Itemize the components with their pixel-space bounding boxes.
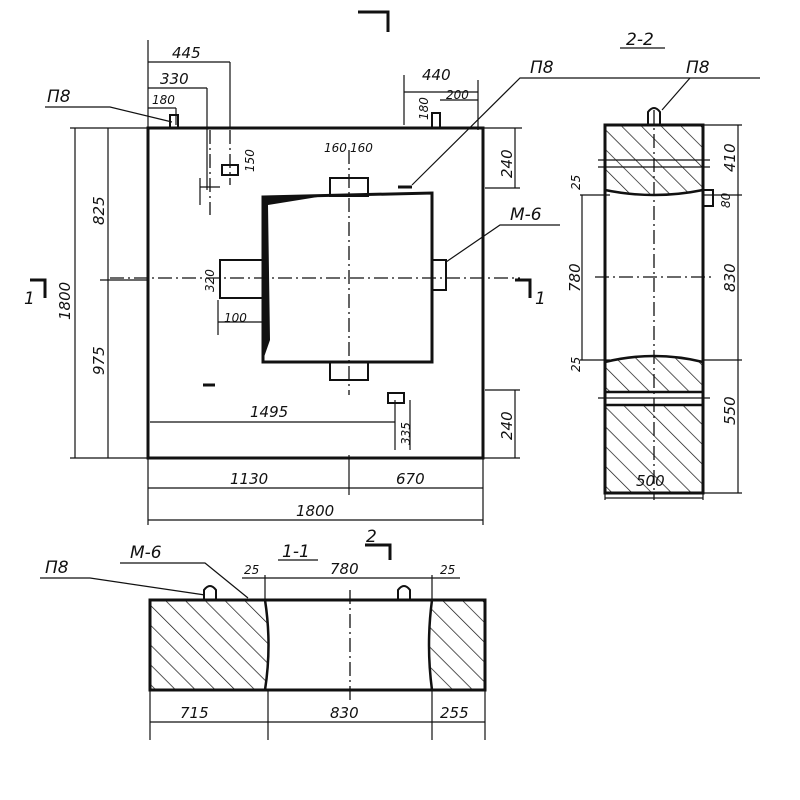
cut-mark-1-right [515, 278, 532, 298]
label-p8: П8 [45, 558, 69, 578]
label-p8: П8 [686, 58, 710, 78]
leader-m6 [445, 224, 560, 263]
dim-25: 25 [244, 563, 259, 577]
plan-view: 445 330 180 440 200 180 150 160 160 240 … [24, 40, 600, 525]
dim-1130: 1130 [230, 470, 268, 488]
plan-outline [146, 126, 485, 460]
dim-830: 830 [330, 704, 359, 722]
dim-825: 825 [90, 196, 108, 225]
section-title-2-2: 2-2 [626, 30, 654, 50]
dim-180: 180 [417, 97, 431, 120]
dim-410: 410 [721, 143, 739, 172]
dim-1800: 1800 [296, 502, 334, 520]
leader-p8-right [411, 77, 600, 186]
dim-335: 335 [399, 422, 413, 445]
leader-p8-left [45, 106, 173, 123]
dim-1495: 1495 [250, 403, 288, 421]
label-p8: П8 [530, 58, 554, 78]
dim-550: 550 [721, 396, 739, 425]
dim-320: 320 [203, 269, 217, 292]
dim-500: 500 [636, 472, 665, 490]
dim-1800: 1800 [56, 282, 74, 320]
dim-715: 715 [180, 704, 209, 722]
cut-label-1: 1 [24, 289, 35, 309]
cut-mark-2 [365, 543, 392, 560]
dim-780: 780 [330, 560, 359, 578]
loop-p8 [387, 392, 405, 404]
dim-330: 330 [160, 70, 189, 88]
dim-150: 150 [243, 149, 257, 172]
dim-200: 200 [446, 88, 469, 102]
dim-25: 25 [440, 563, 455, 577]
cut-label-2: 2 [366, 527, 377, 547]
dim-830: 830 [721, 263, 739, 292]
dim-160: 160 [350, 141, 373, 155]
leader-m6 [120, 562, 249, 599]
section-1-1: 1-1 2 П8 М-6 25 780 25 715 830 255 [40, 527, 487, 740]
dim-180: 180 [152, 93, 175, 107]
label-m6: М-6 [510, 205, 542, 225]
loop-p8 [431, 112, 441, 129]
dim-780: 780 [566, 263, 584, 292]
label-p8: П8 [47, 87, 71, 107]
loop-p8 [397, 585, 411, 600]
cut-mark-2-top [358, 10, 390, 32]
dim-670: 670 [396, 470, 425, 488]
dim-160: 160 [324, 141, 347, 155]
dim-240: 240 [498, 149, 516, 178]
dim-25: 25 [569, 357, 583, 372]
dim-445: 445 [172, 44, 201, 62]
dim-80: 80 [719, 192, 733, 208]
cut-label-1: 1 [535, 289, 546, 309]
section-title-1-1: 1-1 [282, 542, 310, 562]
dim-255: 255 [440, 704, 469, 722]
leader-p8 [40, 577, 206, 596]
section-2-2: 2-2 П8 410 25 80 780 830 25 550 500 [566, 30, 760, 500]
dim-240: 240 [498, 411, 516, 440]
dim-975: 975 [90, 346, 108, 375]
dim-100: 100 [224, 311, 247, 325]
loop-p8 [647, 107, 661, 125]
cut-mark-1-left [30, 278, 47, 298]
dim-440: 440 [422, 66, 451, 84]
loop-p8 [203, 585, 217, 600]
dim-25: 25 [569, 175, 583, 190]
label-m6: М-6 [130, 543, 162, 563]
central-opening [110, 150, 520, 395]
